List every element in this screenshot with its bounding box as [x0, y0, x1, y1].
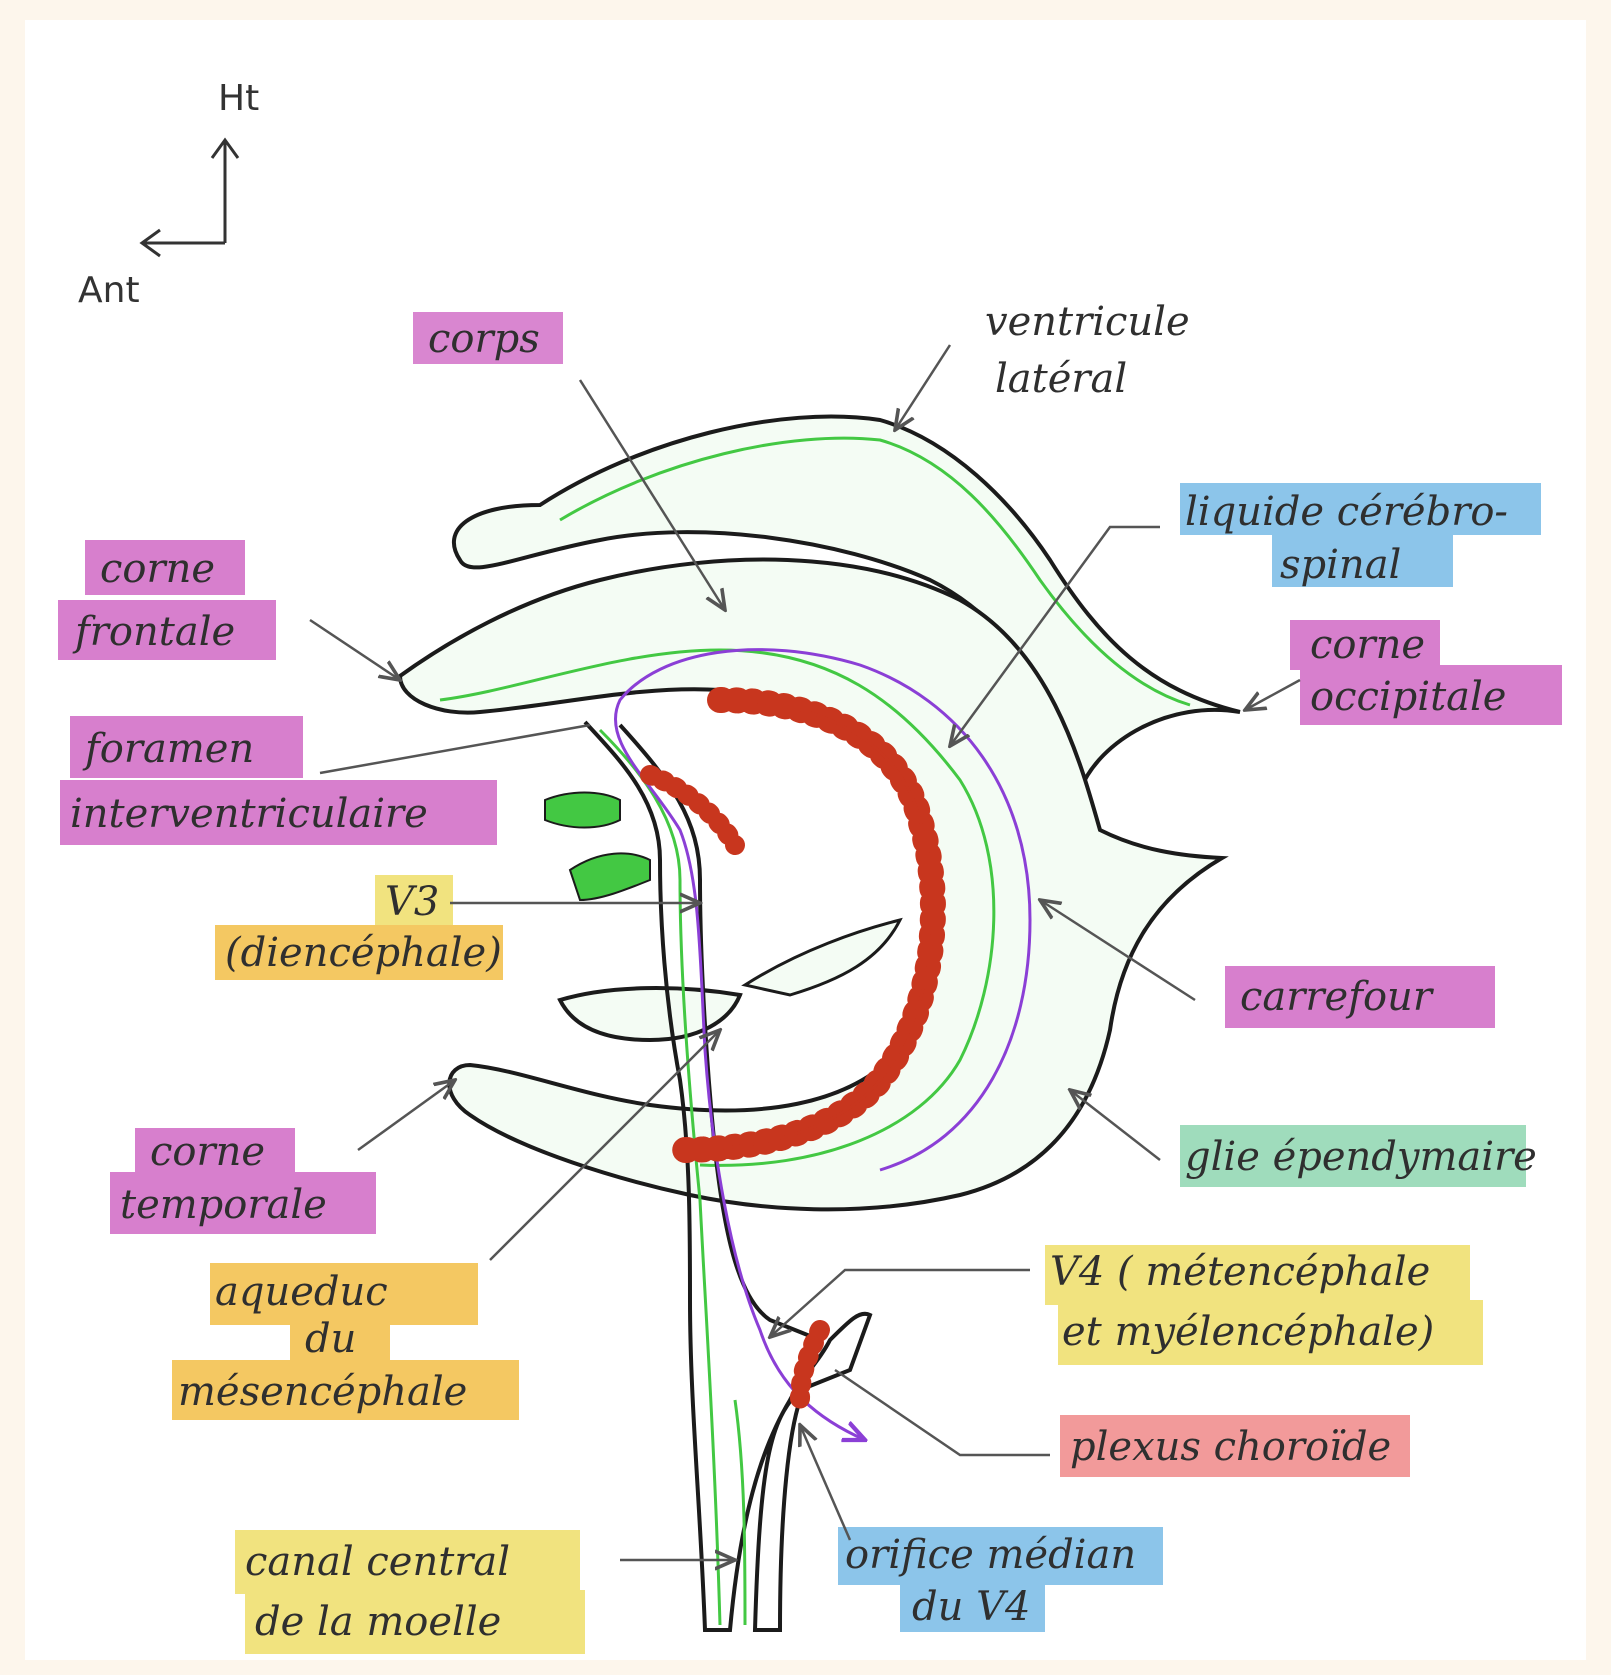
choroid-plexus	[650, 700, 933, 1400]
label-aqueduc-1: aqueduc	[215, 1269, 388, 1315]
label-v4-2: et myélencéphale)	[1062, 1309, 1434, 1355]
label-ventricule-lateral-2: latéral	[995, 356, 1127, 402]
label-corne-occipitale-2: occipitale	[1310, 674, 1506, 720]
label-corps: corps	[428, 316, 540, 362]
label-corne-frontale-1: corne	[100, 546, 215, 592]
label-canal-1: canal central	[245, 1539, 510, 1585]
label-glie: glie épendymaire	[1185, 1134, 1537, 1180]
label-v3-2: (diencéphale)	[225, 930, 502, 976]
orientation-up-label: Ht	[218, 78, 259, 119]
label-aqueduc-3: mésencéphale	[178, 1369, 467, 1415]
label-liquide-1: liquide cérébro-	[1185, 489, 1508, 535]
label-liquide-2: spinal	[1280, 542, 1401, 588]
label-v4-1: V4 ( métencéphale	[1050, 1249, 1430, 1295]
orientation-marker: Ht Ant	[78, 78, 259, 311]
label-corne-temporale-1: corne	[150, 1129, 265, 1175]
label-orifice-2: du V4	[912, 1584, 1030, 1630]
label-foramen-1: foramen	[82, 726, 254, 772]
label-plexus: plexus choroïde	[1070, 1424, 1391, 1470]
label-carrefour: carrefour	[1240, 974, 1435, 1020]
label-orifice-1: orifice médian	[845, 1532, 1136, 1578]
label-canal-2: de la moelle	[255, 1599, 501, 1645]
orientation-anterior-label: Ant	[78, 270, 140, 311]
label-corne-temporale-2: temporale	[120, 1182, 327, 1228]
label-v3-1: V3	[385, 879, 439, 925]
label-aqueduc-2: du	[305, 1316, 356, 1362]
label-corne-frontale-2: frontale	[72, 609, 235, 655]
label-foramen-2: interventriculaire	[70, 791, 428, 837]
label-corne-occipitale-1: corne	[1310, 622, 1425, 668]
label-ventricule-lateral-1: ventricule	[985, 299, 1190, 345]
